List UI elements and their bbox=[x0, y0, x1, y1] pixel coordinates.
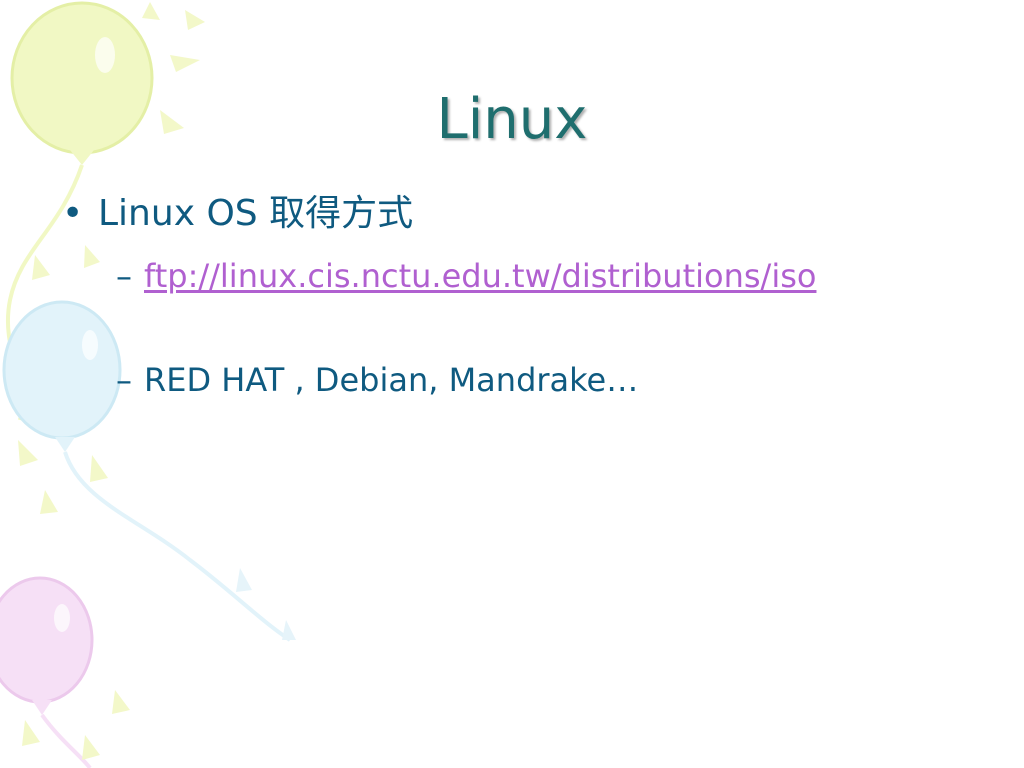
sub-bullet-distros: –RED HAT , Debian, Mandrake… bbox=[116, 356, 976, 404]
ftp-link[interactable]: ftp://linux.cis.nctu.edu.tw/distribution… bbox=[144, 257, 817, 295]
slide-title: Linux bbox=[436, 87, 588, 152]
bullet-dot-icon: • bbox=[62, 193, 84, 234]
bullet-main-text: Linux OS 取得方式 bbox=[98, 193, 414, 234]
distros-text: RED HAT , Debian, Mandrake… bbox=[144, 361, 639, 399]
sub-bullet-link: –ftp://linux.cis.nctu.edu.tw/distributio… bbox=[116, 252, 976, 300]
dash-icon: – bbox=[116, 257, 132, 295]
balloon-decoration bbox=[0, 1, 296, 768]
dash-icon: – bbox=[116, 361, 132, 399]
bullet-main: • Linux OS 取得方式 bbox=[62, 188, 413, 240]
